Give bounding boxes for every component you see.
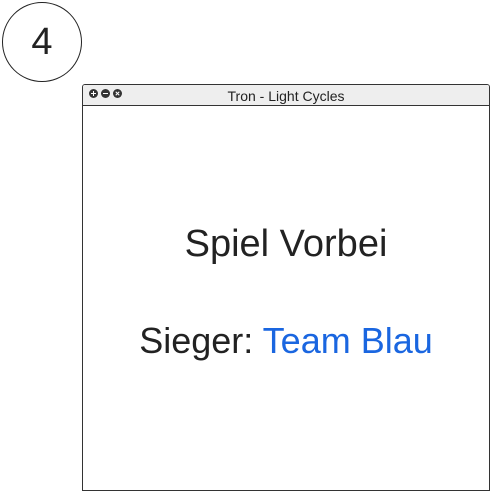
window-title-bar[interactable]: Tron - Light Cycles [83,85,489,106]
window-title: Tron - Light Cycles [227,88,345,104]
close-icon[interactable] [113,89,122,98]
winner-label: Sieger: [139,320,254,361]
window-controls [89,89,122,98]
plus-icon[interactable] [89,89,98,98]
winner-team-name: Team Blau [262,320,433,361]
window-content: Spiel Vorbei Sieger: Team Blau [83,106,489,490]
minus-icon[interactable] [101,89,110,98]
game-over-heading: Spiel Vorbei [184,223,388,265]
winner-line: Sieger: Team Blau [83,320,489,362]
step-number: 4 [31,20,53,63]
app-window: Tron - Light Cycles Spiel Vorbei Sieger:… [82,84,490,491]
step-number-badge: 4 [2,2,82,82]
